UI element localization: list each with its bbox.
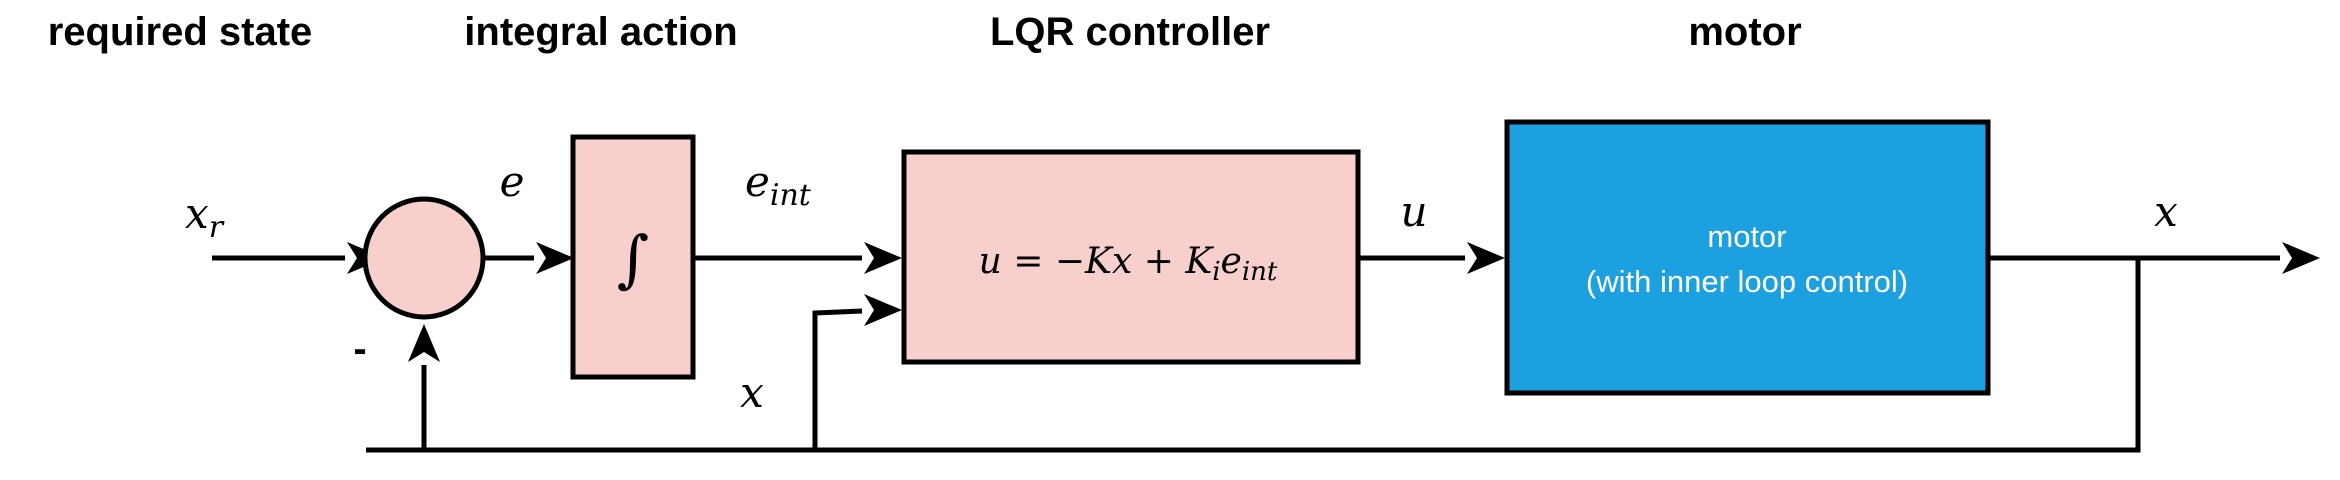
control-law-e-base: e (1221, 241, 1242, 282)
signal-feedback-label: x (740, 368, 764, 417)
control-law-x: x (1112, 241, 1132, 282)
signal-output-label: x (2154, 187, 2178, 236)
arrowhead-feedback-controller (864, 294, 902, 326)
signal-integrated-error-label: eint (745, 157, 812, 213)
title-integral-action: integral action (464, 10, 737, 54)
signal-reference-sub: r (209, 210, 225, 245)
motor-block (1504, 119, 1991, 396)
signal-integrated-error-base: e (745, 157, 770, 206)
title-required-state: required state (48, 10, 313, 54)
control-law-lhs: u (979, 241, 1002, 282)
control-law-ki-sub: i (1212, 257, 1220, 287)
signal-integrated-error-sub: int (770, 178, 812, 213)
signal-reference-base: x (185, 189, 209, 238)
arrowhead-feedback-sum (408, 324, 440, 362)
signal-error-label: e (500, 157, 525, 206)
control-law-ki-base: K (1184, 241, 1214, 282)
wire-feedback-loop (366, 258, 2141, 453)
arrowhead-output (2282, 242, 2320, 274)
arrowhead-integrated-error (864, 242, 902, 274)
title-lqr-controller: LQR controller (990, 10, 1270, 54)
integral-symbol: ∫ (617, 222, 649, 295)
signal-reference-label: xr (185, 189, 225, 245)
arrowhead-error (536, 242, 574, 274)
control-law-k: K (1084, 241, 1114, 282)
minus-sign: - (353, 327, 366, 371)
integrator-block (570, 134, 696, 380)
summing-junction (362, 196, 486, 320)
lqr-controller-block (901, 149, 1361, 365)
motor-label-line2: (with inner loop control) (1586, 264, 1908, 299)
control-law-e-sub: int (1242, 257, 1278, 287)
control-law-plus: + (1132, 241, 1185, 282)
title-motor: motor (1688, 10, 1801, 54)
control-law: u = −Kx + Kieint (979, 241, 1278, 287)
control-law-eq: = − (1002, 241, 1085, 282)
arrowhead-control (1467, 242, 1505, 274)
motor-label-line1: motor (1707, 219, 1786, 254)
wire-feedback-controller (812, 308, 863, 450)
signal-control-label: u (1400, 187, 1427, 236)
